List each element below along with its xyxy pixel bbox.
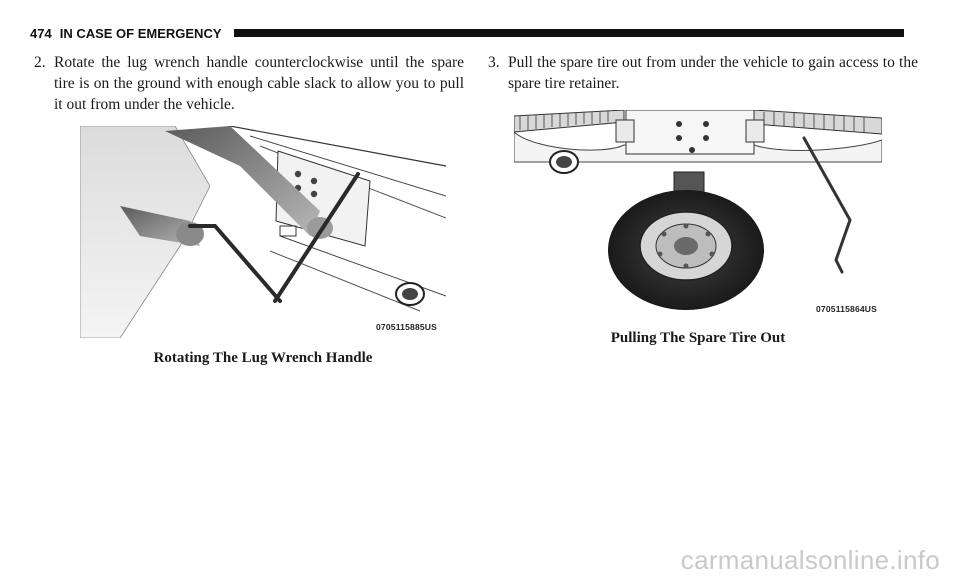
lug-wrench-illustration: 0705115885US — [79, 125, 447, 339]
step-number: 2. — [34, 54, 46, 71]
left-column: 2. Rotate the lug wrench handle counterc… — [34, 52, 464, 115]
figure-code: 0705115864US — [816, 304, 878, 314]
step-text: Rotate the lug wrench handle countercloc… — [54, 54, 464, 113]
watermark: carmanualsonline.info — [680, 545, 940, 575]
figure-caption: Pulling The Spare Tire Out — [610, 330, 786, 346]
spare-tire-illustration: 0705115864US — [513, 109, 883, 320]
step-text: Pull the spare tire out from under the v… — [508, 54, 918, 92]
figure-caption: Rotating The Lug Wrench Handle — [153, 350, 373, 366]
step-number: 3. — [488, 54, 500, 71]
header-rule — [233, 29, 904, 37]
lug-wrench-drawing — [79, 125, 447, 339]
page-number: 474 — [30, 25, 52, 41]
step-2: 2. Rotate the lug wrench handle counterc… — [34, 52, 464, 115]
figure-code: 0705115885US — [376, 322, 438, 332]
spare-tire-drawing — [513, 109, 883, 320]
step-3: 3. Pull the spare tire out from under th… — [488, 52, 918, 94]
right-column: 3. Pull the spare tire out from under th… — [488, 52, 918, 94]
section-title: IN CASE OF EMERGENCY — [59, 25, 222, 41]
page-header: 474 IN CASE OF EMERGENCY — [30, 24, 904, 42]
